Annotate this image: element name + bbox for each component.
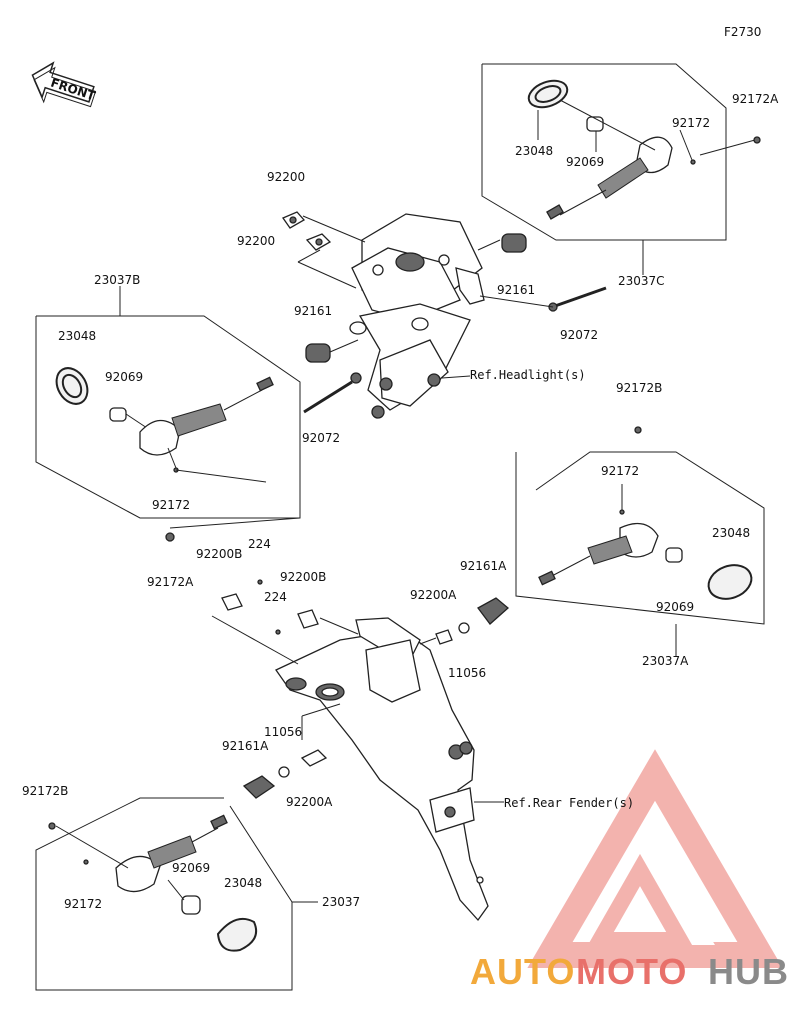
watermark-hub: HUB xyxy=(708,951,789,992)
watermark-text: AUTO MOTO HUB xyxy=(470,951,789,992)
label-92200-upper: 92200 xyxy=(267,170,305,184)
bracket-92200B-left xyxy=(211,593,299,665)
label-92172-right: 92172 xyxy=(601,464,639,478)
grommet-92200-upper xyxy=(282,211,366,243)
label-23048-top: 23048 xyxy=(515,144,553,158)
label-92161A-left: 92161A xyxy=(222,739,269,753)
screw-224-lower xyxy=(275,629,281,635)
bracket-92200B-right xyxy=(297,609,359,635)
label-92172A-top: 92172A xyxy=(732,92,779,106)
clamp-92072-left xyxy=(303,372,362,414)
ref-headlight: Ref.Headlight(s) xyxy=(470,368,586,382)
label-23048-rear: 23048 xyxy=(224,876,262,890)
diagram-code: F2730 xyxy=(724,25,761,39)
ref-rear-fender: Ref.Rear Fender(s) xyxy=(504,796,634,810)
label-224-lower: 224 xyxy=(264,590,287,604)
turn-signal-rear-left xyxy=(35,775,318,991)
label-92069-top: 92069 xyxy=(566,155,604,169)
label-92172-left: 92172 xyxy=(152,498,190,512)
label-92069-rear: 92069 xyxy=(172,861,210,875)
label-92172-top: 92172 xyxy=(672,116,710,130)
label-92161-right: 92161 xyxy=(497,283,535,297)
label-23037B: 23037B xyxy=(94,273,140,287)
washer-92200A-right xyxy=(419,622,470,645)
part-labels: 92172A 92172 23048 92069 92200 92200 921… xyxy=(22,92,779,911)
label-23037C: 23037C xyxy=(618,274,665,288)
label-92200A-left: 92200A xyxy=(286,795,333,809)
label-92172B-right: 92172B xyxy=(616,381,662,395)
label-92069-left: 92069 xyxy=(105,370,143,384)
grommet-92161-left xyxy=(305,339,359,363)
label-92069-right: 92069 xyxy=(656,600,694,614)
label-23048-left: 23048 xyxy=(58,329,96,343)
washer-92200A-left xyxy=(278,703,341,778)
label-92172-rear: 92172 xyxy=(64,897,102,911)
turn-signal-front-left xyxy=(35,286,301,542)
grommet-92161-right xyxy=(477,233,527,253)
label-23037: 23037 xyxy=(322,895,360,909)
turn-signal-rear-right xyxy=(477,426,765,656)
front-arrow-icon: FRONT xyxy=(31,61,98,108)
label-92200B-left: 92200B xyxy=(196,547,242,561)
turn-signal-front-right xyxy=(481,63,761,275)
watermark-auto: AUTO xyxy=(470,951,575,992)
label-92200B-right: 92200B xyxy=(280,570,326,584)
label-92200A-right: 92200A xyxy=(410,588,457,602)
label-23048-right: 23048 xyxy=(712,526,750,540)
watermark-moto: MOTO xyxy=(576,951,687,992)
clamp-92072-right xyxy=(479,286,607,312)
watermark-triangle xyxy=(527,749,783,968)
label-92172B-left: 92172B xyxy=(22,784,68,798)
label-92072-right: 92072 xyxy=(560,328,598,342)
screw-224-upper xyxy=(257,579,263,585)
front-bracket-assembly xyxy=(349,213,485,419)
rear-fender xyxy=(275,617,504,922)
label-92172A-left: 92172A xyxy=(147,575,194,589)
label-92161-left: 92161 xyxy=(294,304,332,318)
label-11056-right: 11056 xyxy=(448,666,486,680)
label-92161A-right: 92161A xyxy=(460,559,507,573)
grommet-92200-lower xyxy=(297,233,357,289)
label-23037A: 23037A xyxy=(642,654,689,668)
label-11056-left: 11056 xyxy=(264,725,302,739)
label-224-upper: 224 xyxy=(248,537,271,551)
label-92200-lower: 92200 xyxy=(237,234,275,248)
label-92072-left: 92072 xyxy=(302,431,340,445)
